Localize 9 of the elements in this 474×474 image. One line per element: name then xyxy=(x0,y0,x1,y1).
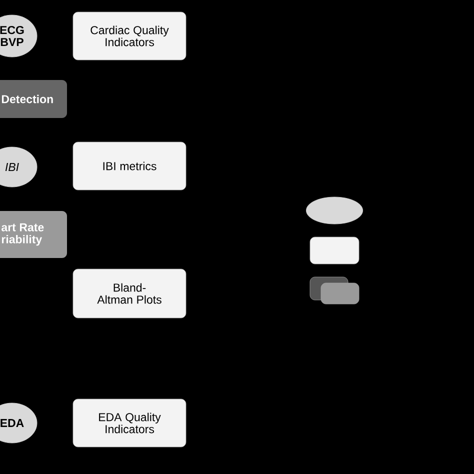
ellipse-swatch xyxy=(306,196,363,224)
process-box: IBI metrics xyxy=(72,142,186,190)
box-swatch xyxy=(310,236,360,264)
method-box: art Rate riability xyxy=(0,211,67,258)
process-box: EDA Quality Indicators xyxy=(72,398,186,448)
box-swatch xyxy=(320,282,360,304)
method-box: Detection xyxy=(0,80,67,118)
process-box: Cardiac Quality Indicators xyxy=(72,12,186,60)
process-box: Bland-Altman Plots xyxy=(72,268,186,318)
